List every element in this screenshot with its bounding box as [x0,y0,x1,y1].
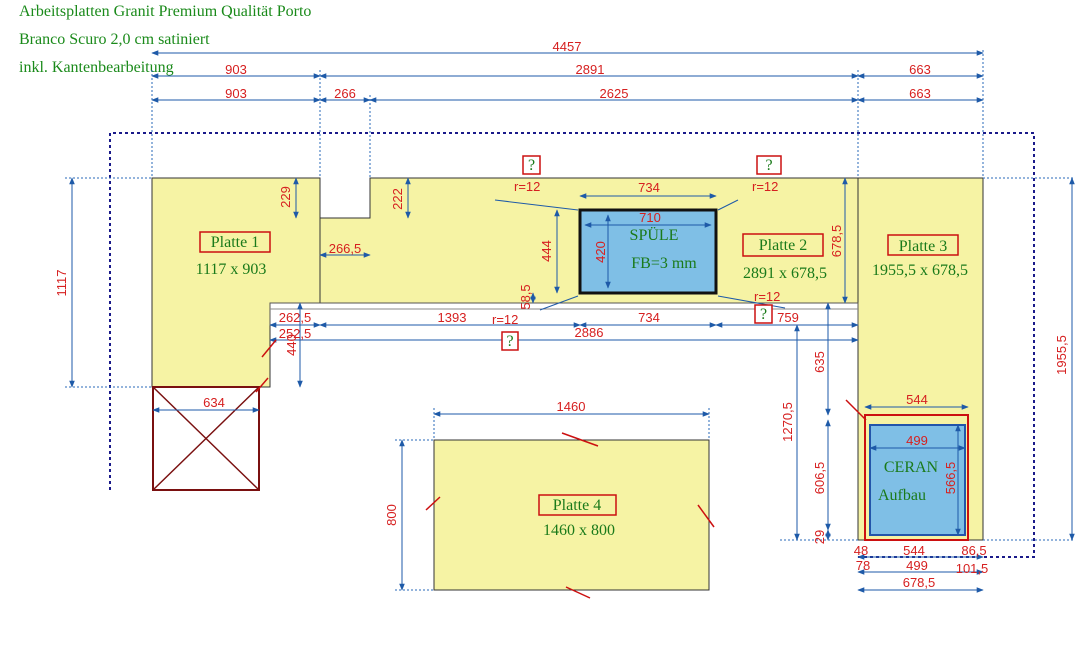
dim-bottom-48: 48 [854,543,868,558]
plate-3-size: 1955,5 x 678,5 [872,262,968,279]
cooktop-label: CERAN [884,459,939,476]
dim-1460: 1460 [557,399,586,414]
plate-1-name: Platte 1 [211,234,259,251]
radius-label-2: r=12 [752,179,778,194]
dim-row2-2625: 2625 [600,86,629,101]
dim-544-top: 544 [906,392,928,407]
plate-4-name: Platte 4 [553,497,601,514]
question-marks: ? ? ? ? [501,155,782,351]
dim-bottom-101-5: 101,5 [956,561,989,576]
plate-2-size: 2891 x 678,5 [743,265,827,282]
plate-2-label-box [742,233,824,257]
dim-734-bottom: 734 [638,310,660,325]
appliance-cross-2 [152,386,260,491]
dim-bottom-544: 544 [903,543,925,558]
dim-1117: 1117 [54,270,69,297]
title-line-3: inkl. Kantenbearbeitung [19,59,174,76]
dim-262-5: 262,5 [279,310,312,325]
dim-29: 29 [812,530,827,544]
dim-1393: 1393 [438,310,467,325]
dim-499-top: 499 [906,433,928,448]
plate-3-name: Platte 3 [899,238,947,255]
dim-top-903: 903 [225,62,247,77]
cooktop-outer [864,414,969,541]
dim-sink-710: 710 [639,210,661,225]
dim-229: 229 [278,186,293,208]
dim-bottom-86-5: 86,5 [961,543,986,558]
dim-606-5: 606,5 [812,462,827,495]
dim-222: 222 [390,188,405,210]
room-outline [109,132,1035,558]
plate-1-label-box [199,231,271,253]
dim-bottom-678-5: 678,5 [903,575,936,590]
title-line-1: Arbeitsplatten Granit Premium Qualität P… [19,3,312,20]
dim-678-5: 678,5 [829,225,844,258]
dim-1955-5: 1955,5 [1054,335,1069,375]
dim-634: 634 [203,395,225,410]
plate-2-name: Platte 2 [759,237,807,254]
dim-sink-734: 734 [638,180,660,195]
title-line-2: Branco Scuro 2,0 cm satiniert [19,31,210,48]
dim-440: 440 [284,334,299,356]
dim-566-5: 566,5 [943,462,958,495]
question-mark-4: ? [506,333,513,350]
dim-row2-663: 663 [909,86,931,101]
cooktop-type: Aufbau [878,487,926,504]
dim-58-5: 58,5 [518,284,533,309]
dim-top-2891: 2891 [576,62,605,77]
cooktop-cutout [869,424,966,536]
question-mark-2: ? [765,157,772,174]
sink-label: SPÜLE [630,226,679,244]
question-mark-3: ? [760,306,767,323]
sink-rim: FB=3 mm [631,255,697,272]
dim-sink-444: 444 [539,240,554,262]
question-mark-1: ? [528,157,535,174]
dim-266-5: 266,5 [329,241,362,256]
dimension-values: 4457 903 2891 663 903 266 2625 663 1117 … [54,39,1069,590]
dim-bottom-78: 78 [856,558,870,573]
dimension-lines [69,50,1075,593]
dim-800: 800 [384,504,399,526]
edge-marks [255,339,867,599]
dim-759: 759 [777,310,799,325]
radius-label-4: r=12 [754,289,780,304]
radius-label-3: r=12 [492,312,518,327]
dim-252-5: 252,5 [279,326,312,341]
dim-635: 635 [812,351,827,373]
plate-1-size: 1117 x 903 [196,261,267,278]
dim-top-663: 663 [909,62,931,77]
dim-total: 4457 [553,39,582,54]
dim-row2-266: 266 [334,86,356,101]
plate-4-label-box [538,494,617,516]
dim-row2-903: 903 [225,86,247,101]
plate-3-label-box [887,234,959,256]
dim-2886: 2886 [575,325,604,340]
radius-label-1: r=12 [514,179,540,194]
dim-bottom-499: 499 [906,558,928,573]
dim-sink-420: 420 [593,241,608,263]
plate-4-size: 1460 x 800 [543,522,615,539]
dim-1270-5: 1270,5 [780,402,795,442]
